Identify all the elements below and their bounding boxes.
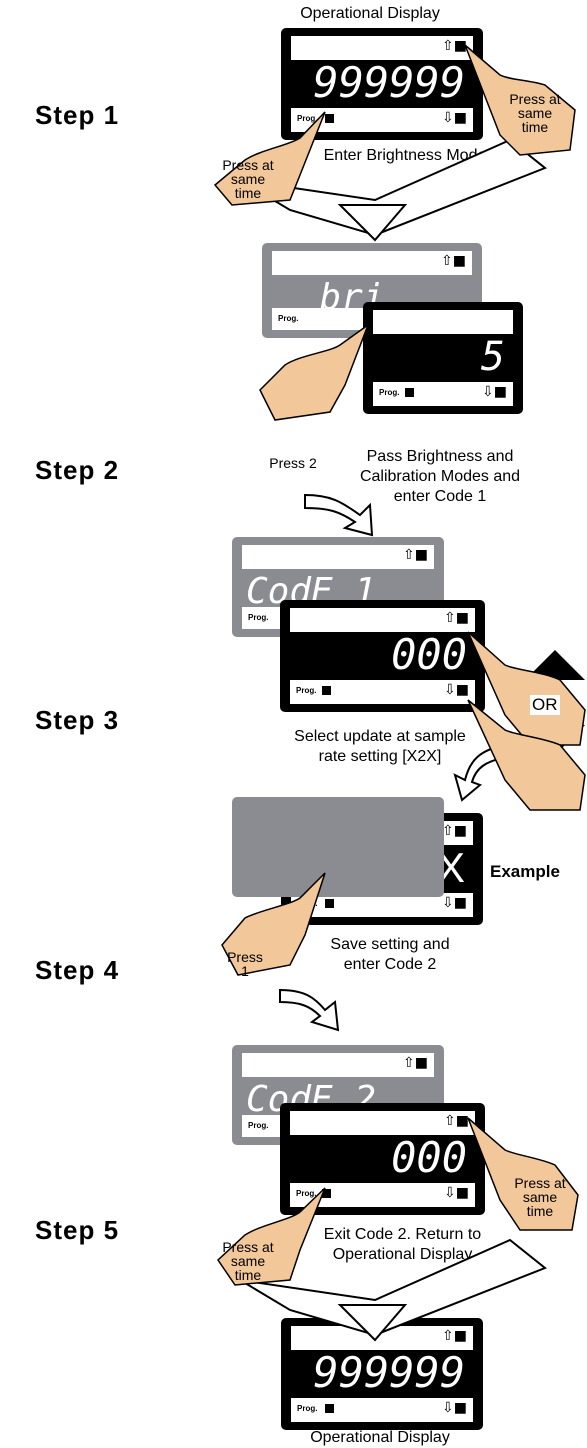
prog-button[interactable] (322, 686, 331, 695)
curved-arrow-4 (279, 988, 340, 1032)
prog-label: Prog. (297, 114, 318, 123)
hand-label-step1-left: Press at same time (222, 157, 274, 201)
prog-label: Prog. (297, 1404, 318, 1413)
big-chevron-arrow-5b (337, 1304, 408, 1342)
caption-pass-brightness: Pass Brightness and Calibration Modes an… (359, 448, 521, 505)
meter-display-value: 000 (391, 1135, 467, 1181)
prog-label: Prog. (248, 613, 269, 622)
meter-operational-display-step1: ⇧■ 999999 Prog. ⇩■ (281, 28, 483, 140)
prog-label: Prog. (296, 1189, 317, 1198)
prog-button[interactable] (322, 1189, 331, 1198)
meter-operational-display-final: ⇧■ 999999 Prog. ⇩■ (281, 1318, 483, 1430)
hand-step1-right (464, 44, 576, 156)
step-3-label: Step 3 (35, 705, 120, 735)
up-arrow-icon: ⇧■ (403, 1055, 428, 1071)
up-arrow-icon: ⇧■ (403, 547, 428, 563)
meter-display-value: 000 (391, 632, 467, 678)
meter-bottom-bar: Prog. ⇩■ (291, 108, 473, 132)
step-1-label: Step 1 (35, 100, 120, 130)
hand-label-step5-right: Press at same time (514, 1175, 566, 1219)
prog-button[interactable] (325, 899, 334, 908)
step-5-label: Step 5 (35, 1215, 120, 1245)
curved-arrow-2 (304, 493, 374, 537)
caption-enter-brightness: Enter Brightness Mode (323, 147, 487, 164)
down-arrow-icon: ⇩■ (442, 1400, 467, 1416)
meter-brightness-background: ⇧■ bri Prog. (262, 243, 482, 338)
hand-label-step4: Press 1 (227, 949, 263, 979)
prog-button[interactable] (405, 388, 414, 397)
up-arrow-icon: ⇧■ (444, 610, 469, 626)
hand-step2 (259, 322, 370, 421)
caption-exit-code2: Exit Code 2. Return to Operational Displ… (323, 1226, 482, 1263)
up-arrow-icon: ⇧■ (442, 823, 467, 839)
hand-label-step5-left: Press at same time (222, 1239, 274, 1283)
operational-display-bottom-caption: Operational Display (310, 1429, 450, 1446)
meter-display-value: 5 (480, 334, 505, 380)
prog-label: Prog. (379, 388, 400, 397)
caption-select-update: Select update at sample rate setting [X2… (294, 728, 466, 765)
down-arrow-icon: ⇩■ (442, 110, 467, 126)
up-arrow-icon: ⇧■ (442, 1328, 467, 1344)
meter-display-value: 999999 (313, 60, 465, 106)
big-chevron-arrow-1b (337, 204, 408, 242)
hand-label-step2: Press 2 (269, 455, 317, 471)
step-2-label: Step 2 (35, 455, 120, 485)
big-chevron-arrow-5 (239, 1238, 547, 1337)
prog-button[interactable] (325, 1404, 334, 1413)
big-chevron-arrow-1 (239, 138, 547, 237)
prog-label: Prog. (278, 314, 299, 323)
step-4-label: Step 4 (35, 955, 120, 985)
prog-label: Prog. (296, 686, 317, 695)
hand-label-step1-right: Press at same time (509, 91, 561, 135)
hand-step1-left (213, 111, 326, 206)
meter-display-value: 999999 (313, 1350, 465, 1396)
meter-code2-value: ⇧■ 000 Prog. ⇩■ (280, 1103, 485, 1215)
down-arrow-icon: ⇩■ (442, 895, 467, 911)
hand-step3-down (467, 699, 586, 811)
or-label: OR (530, 695, 560, 715)
prog-button[interactable] (325, 114, 334, 123)
hand-step5-right (467, 1117, 579, 1231)
down-arrow-icon: ⇩■ (444, 682, 469, 698)
up-arrow-icon: ⇧■ (441, 253, 466, 269)
hand-step5-left (217, 1187, 326, 1286)
hand-step4 (221, 872, 326, 976)
down-arrow-icon: ⇩■ (444, 1185, 469, 1201)
up-triangle-icon (525, 650, 585, 680)
hand-step3-up (467, 631, 586, 746)
meter-brightness-value: 5 Prog. ⇩■ (363, 302, 523, 414)
prog-label: Prog. (248, 1121, 269, 1130)
meter-code2-background (232, 797, 444, 897)
caption-save-setting: Save setting and enter Code 2 (330, 936, 450, 973)
example-label: Example (490, 862, 560, 881)
meter-code1-value: ⇧■ 000 Prog. ⇩■ (280, 600, 485, 712)
up-arrow-icon: ⇧■ (442, 38, 467, 54)
up-arrow-icon: ⇧■ (444, 1113, 469, 1129)
operational-display-top-caption: Operational Display (300, 5, 440, 22)
down-arrow-icon: ⇩■ (482, 384, 507, 400)
